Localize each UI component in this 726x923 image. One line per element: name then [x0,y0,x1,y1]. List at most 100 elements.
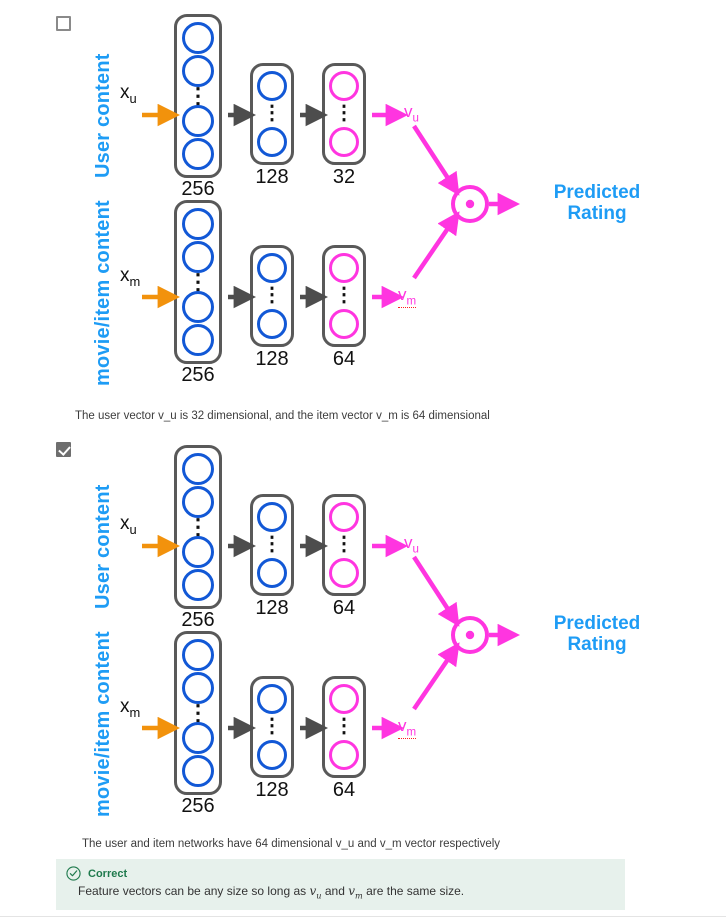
item-layer-128-box-1: ⋮ [250,245,294,347]
user-content-label-1: User content [92,53,114,178]
neuron [329,502,359,532]
feedback-v-m-base: v [348,884,355,898]
predicted-rating-label-2: Predicted Rating [512,613,682,656]
dot-input-arrow-item-2 [412,642,460,711]
layer-ellipsis: ⋮ [334,715,354,738]
user-layer-128-caption-1: 128 [255,166,289,188]
option-2-checkbox[interactable] [56,442,71,457]
item-layer-128-caption-2: 128 [255,779,289,801]
option-2-caption: The user and item networks have 64 dimen… [82,838,501,850]
option-1-diagram: User content movie/item content xu xm ⋮ … [0,0,726,400]
user-content-label-2: User content [92,484,114,609]
option-1-checkbox[interactable] [56,16,71,31]
neuron [182,22,214,54]
v-u-base: v [404,102,413,121]
dot-product-center-1 [465,199,475,209]
item-layer-256-box-2: ⋮ [174,631,222,795]
x-m-label-1: xm [120,265,140,289]
neuron [182,291,214,324]
layer-ellipsis: ⋮ [187,83,209,109]
v-m-base: v [398,285,407,304]
neuron [182,240,214,273]
user-layer-256-box-1: ⋮ [174,14,222,178]
neuron [182,54,214,87]
layer-ellipsis: ⋮ [187,269,209,295]
predicted-rating-label-1: Predicted Rating [512,182,682,225]
v-m-label-2: vm [398,716,417,740]
x-u-base: x [120,82,130,103]
predicted-rating-line1: Predicted [553,613,641,634]
neuron [182,671,214,704]
feedback-box [56,859,625,910]
layer-ellipsis: ⋮ [262,102,282,125]
option-block-1: User content movie/item content xu xm ⋮ … [0,0,726,422]
feedback-text-before: Feature vectors can be any size so long … [78,884,310,898]
v-u-sub: u [412,543,419,556]
neuron [329,684,359,714]
user-layer-128-caption-2: 128 [255,597,289,619]
neuron [257,502,287,532]
user-layer-out-box-2: ⋮ [322,494,366,596]
neuron [182,639,214,671]
item-layer-128-box-2: ⋮ [250,676,294,778]
neuron [257,558,287,588]
neuron [329,71,359,101]
user-layer-256-box-2: ⋮ [174,445,222,609]
check-circle-icon [66,866,81,886]
predicted-rating-line1: Predicted [553,182,641,203]
layer-ellipsis: ⋮ [187,514,209,540]
neuron [257,684,287,714]
neuron [329,253,359,283]
user-layer-out-caption-1: 32 [332,166,356,188]
user-layer-128-box-2: ⋮ [250,494,294,596]
user-layer-256-caption-1: 256 [181,178,215,200]
v-u-base: v [404,533,413,552]
neuron [329,558,359,588]
feedback-text: Feature vectors can be any size so long … [78,884,464,900]
neuron [257,740,287,770]
layer-ellipsis: ⋮ [262,533,282,556]
neuron [182,105,214,138]
feedback-v-u-sub: u [316,890,322,901]
neuron [182,485,214,518]
neuron [182,722,214,755]
neuron [182,536,214,569]
v-m-sub: m [406,295,417,308]
feedback-text-after: are the same size. [362,884,465,898]
x-u-sub: u [129,521,137,537]
item-layer-out-box-2: ⋮ [322,676,366,778]
layer-ellipsis: ⋮ [262,715,282,738]
feedback-status: Correct [88,868,128,880]
x-m-base: x [120,696,130,717]
option-1-caption: The user vector v_u is 32 dimensional, a… [75,410,490,422]
neuron [182,754,214,787]
layer-ellipsis: ⋮ [334,102,354,125]
x-u-label-1: xu [120,82,137,106]
neuron [257,71,287,101]
predicted-rating-line2: Rating [567,634,627,656]
v-u-label-2: vu [404,533,419,555]
neuron [182,323,214,356]
x-m-sub: m [129,273,141,289]
neuron [257,253,287,283]
v-m-label-1: vm [398,285,417,309]
layer-ellipsis: ⋮ [187,700,209,726]
item-content-label-2: movie/item content [92,631,114,817]
feedback-text-middle: and [321,884,349,898]
v-m-base: v [398,716,407,735]
neuron [329,740,359,770]
user-layer-128-box-1: ⋮ [250,63,294,165]
neuron [182,453,214,485]
layer-ellipsis: ⋮ [334,533,354,556]
dot-input-arrow-user-2 [412,555,460,627]
layer-ellipsis: ⋮ [334,284,354,307]
item-layer-out-caption-2: 64 [332,779,356,801]
neuron [182,137,214,170]
user-layer-out-box-1: ⋮ [322,63,366,165]
neuron [182,568,214,601]
item-layer-out-caption-1: 64 [332,348,356,370]
item-layer-256-box-1: ⋮ [174,200,222,364]
dot-product-center-2 [465,630,475,640]
neuron [182,208,214,240]
v-u-label-1: vu [404,102,419,124]
